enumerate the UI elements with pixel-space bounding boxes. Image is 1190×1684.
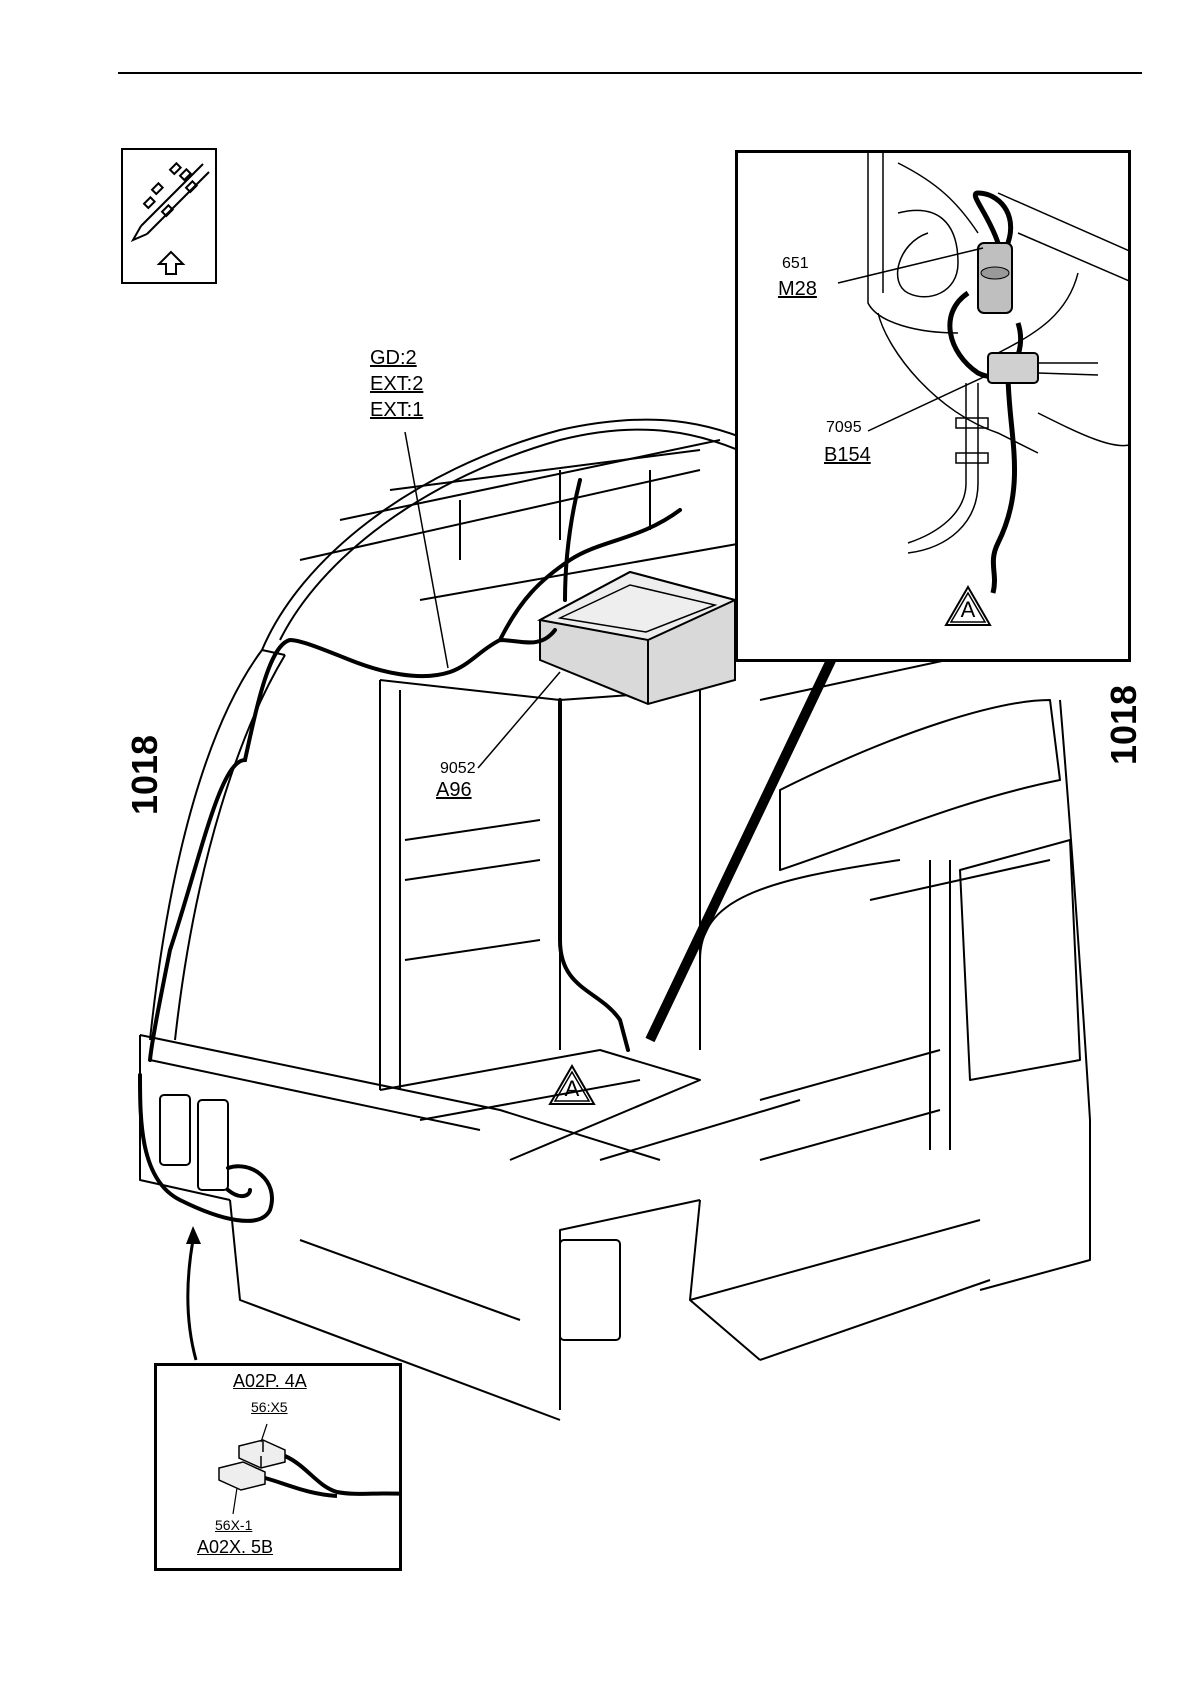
- connector-drawing: [157, 1366, 402, 1571]
- connector-inset: A02P. 4A 56:X5 56X-1 A02X. 5B: [154, 1363, 402, 1571]
- sensor-number: 7095: [826, 419, 862, 437]
- section-marker-main: A: [548, 1064, 596, 1106]
- control-unit-code: A96: [436, 778, 472, 802]
- callout-ext1: EXT:1: [370, 398, 423, 422]
- motor-number: 651: [782, 255, 809, 273]
- detail-inset: 651 M28 7095 B154 A: [735, 150, 1131, 662]
- connector-top-sub: 56:X5: [251, 1398, 288, 1416]
- section-marker-detail: A: [944, 585, 992, 627]
- motor-code: M28: [778, 277, 817, 301]
- sensor-code: B154: [824, 443, 871, 467]
- control-unit-box: [540, 572, 735, 704]
- connector-bottom-code: A02X. 5B: [197, 1538, 273, 1556]
- callout-gd2: GD:2: [370, 346, 417, 370]
- control-unit-number: 9052: [440, 760, 476, 778]
- callout-ext2: EXT:2: [370, 372, 423, 396]
- connector-top-code: A02P. 4A: [233, 1372, 307, 1390]
- connector-bottom-sub: 56X-1: [215, 1516, 252, 1534]
- motor-sensor-detail: [738, 153, 1131, 662]
